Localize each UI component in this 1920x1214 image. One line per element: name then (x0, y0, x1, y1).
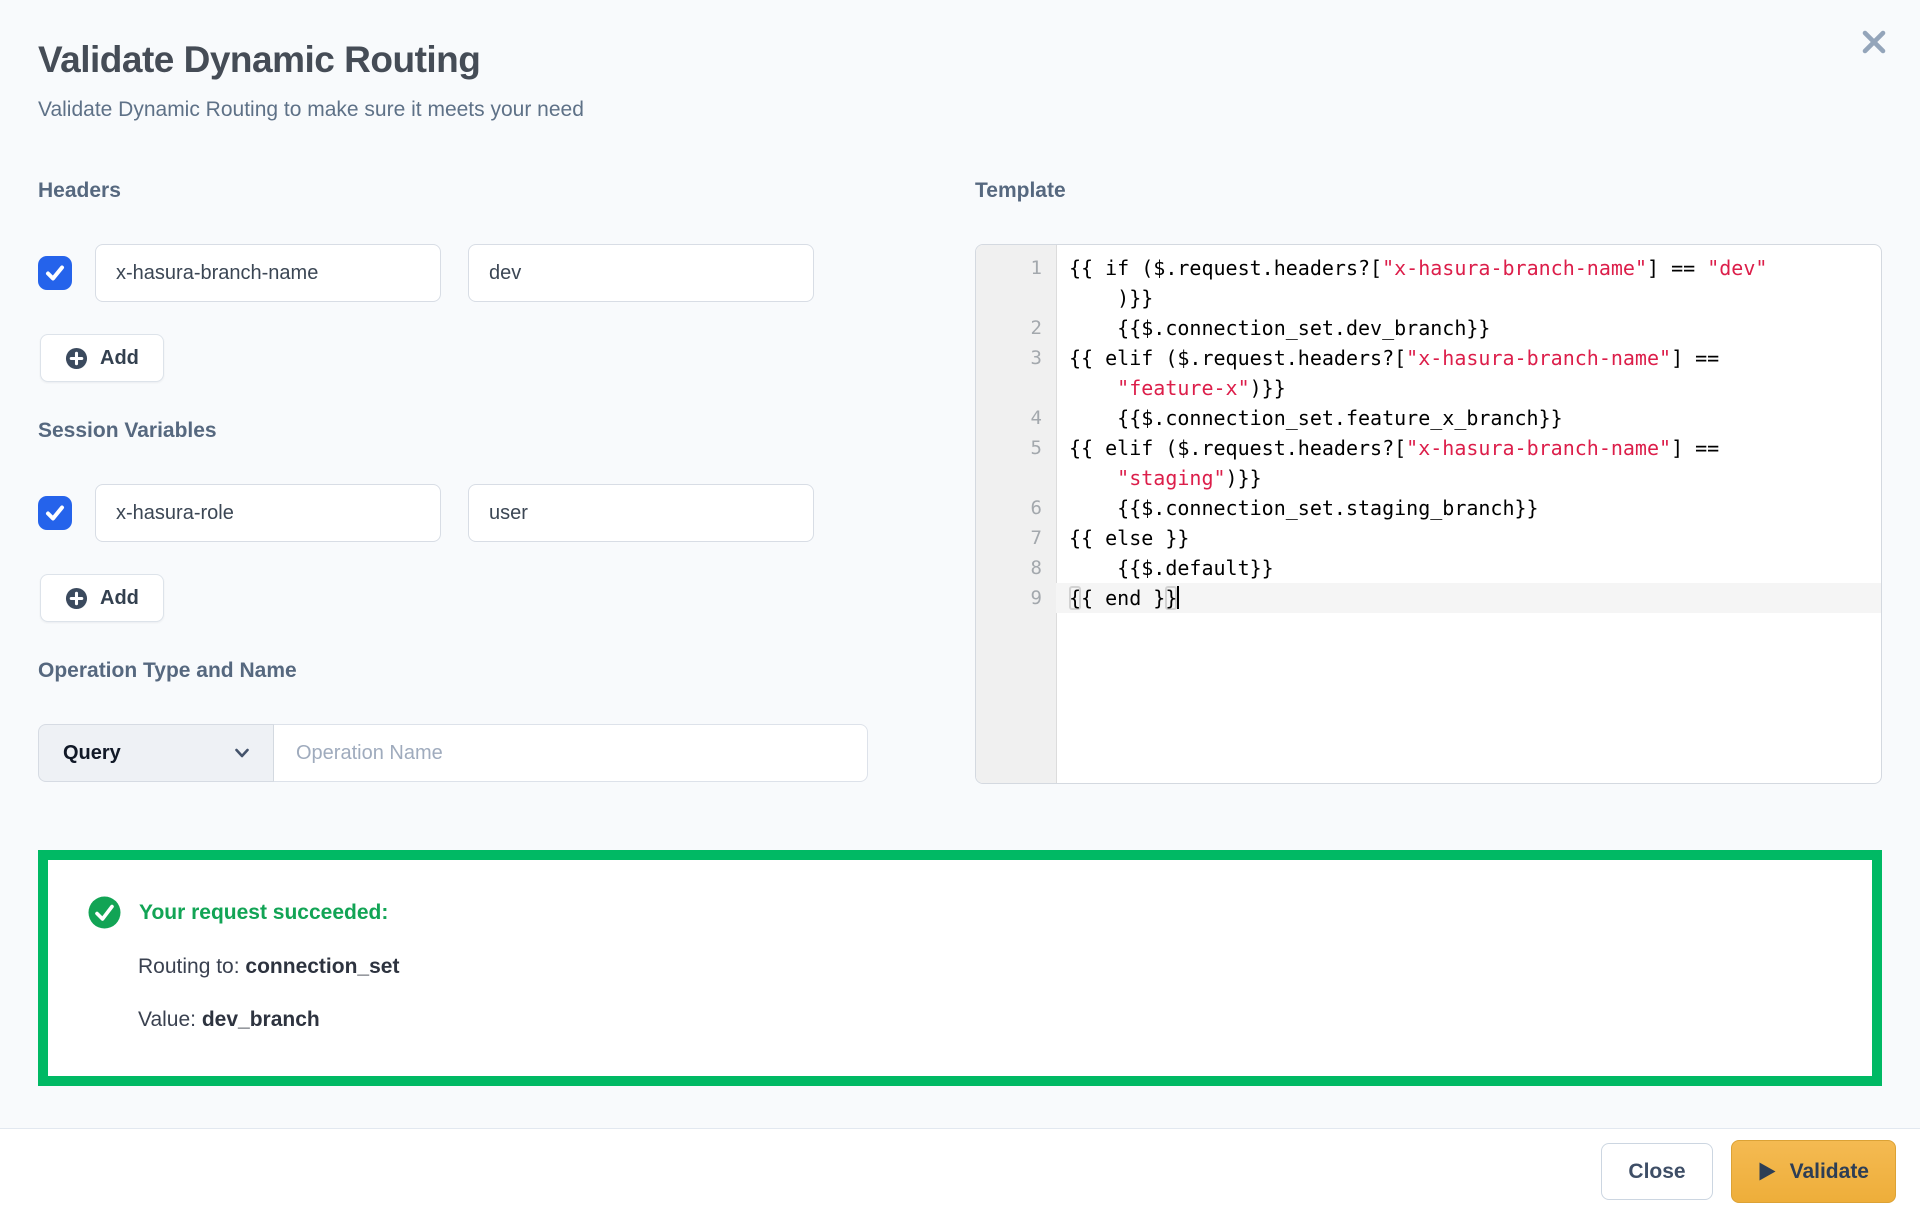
code-line: 4 {{$.connection_set.feature_x_branch}} (976, 403, 1881, 433)
plus-circle-icon (65, 587, 88, 609)
line-number (976, 463, 1056, 493)
header-enabled-checkbox[interactable] (38, 256, 72, 291)
line-number: 4 (1030, 407, 1042, 430)
session-variable-key-input[interactable] (95, 484, 441, 543)
code-text: {{ else }} (1069, 526, 1190, 551)
value-value: dev_branch (201, 1008, 320, 1032)
result-value-line: Value: dev_branch (138, 1005, 1832, 1035)
code-line: 2 {{$.connection_set.dev_branch}} (976, 313, 1881, 343)
check-icon (46, 505, 64, 521)
result-heading-row: Your request succeeded: (88, 896, 1832, 929)
add-header-label: Add (100, 346, 139, 369)
validate-button[interactable]: Validate (1730, 1140, 1896, 1203)
template-section-label: Template (975, 179, 1066, 203)
routing-value: connection_set (245, 955, 400, 979)
play-icon (1759, 1162, 1776, 1181)
check-icon (46, 265, 64, 281)
operation-type-value: Query (63, 741, 121, 764)
session-variables-section: Session Variables (38, 418, 938, 623)
operation-section: Operation Type and Name Query (38, 658, 938, 783)
code-line: 9 {{ end }} (976, 583, 1881, 614)
validation-result-box: Your request succeeded: Routing to: conn… (38, 850, 1882, 1087)
result-title: Your request succeeded: (139, 900, 389, 924)
plus-circle-icon (65, 347, 88, 369)
code-line: 8 {{$.default}} (976, 553, 1881, 583)
code-line: )}} (976, 283, 1881, 313)
header-value-input[interactable] (468, 244, 814, 303)
operation-section-label: Operation Type and Name (38, 659, 297, 683)
line-number: 3 (1030, 347, 1042, 370)
line-number: 9 (1030, 587, 1042, 610)
code-line: "staging")}} (976, 463, 1881, 493)
session-variables-label: Session Variables (38, 419, 217, 443)
result-routing-line: Routing to: connection_set (138, 952, 1832, 982)
header-key-input[interactable] (95, 244, 441, 303)
code-text: "feature-x")}} (1117, 376, 1286, 401)
headers-section-label: Headers (38, 179, 121, 203)
code-text: )}} (1069, 286, 1154, 311)
code-text: {{$.connection_set.staging_branch}} (1069, 496, 1539, 521)
line-number: 1 (1030, 257, 1042, 280)
line-number: 5 (1030, 437, 1042, 460)
session-variable-enabled-checkbox[interactable] (38, 496, 72, 531)
add-session-variable-label: Add (100, 586, 139, 609)
modal-content: Validate Dynamic Routing Validate Dynami… (38, 39, 1882, 1087)
code-line: 3 {{ elif ($.request.headers?["x-hasura-b… (976, 343, 1881, 373)
session-variable-row (38, 484, 938, 543)
code-text: {{ elif ($.request.headers?["x-hasura-br… (1069, 436, 1720, 461)
left-column: Headers (38, 178, 938, 784)
check-circle-icon (88, 896, 121, 929)
routing-label: Routing to: (138, 955, 246, 979)
operation-input-group: Query (38, 724, 868, 783)
code-text: {{ elif ($.request.headers?["x-hasura-br… (1069, 346, 1720, 371)
page-subtitle: Validate Dynamic Routing to make sure it… (38, 98, 584, 122)
code-text: "staging")}} (1117, 466, 1262, 491)
line-number: 6 (1030, 497, 1042, 520)
page-title: Validate Dynamic Routing (38, 39, 481, 80)
add-session-variable-button[interactable]: Add (40, 574, 164, 623)
code-line: 1 {{ if ($.request.headers?["x-hasura-bra… (976, 253, 1881, 283)
form-columns: Headers (38, 178, 1882, 785)
chevron-down-icon (235, 749, 249, 758)
validate-button-label: Validate (1789, 1159, 1869, 1183)
operation-name-input[interactable] (274, 724, 868, 783)
code-text: {{$.default}} (1069, 556, 1274, 581)
headers-section: Headers (38, 178, 938, 383)
code-text: {{$.connection_set.dev_branch}} (1069, 316, 1491, 341)
session-variable-value-input[interactable] (468, 484, 814, 543)
line-number (976, 373, 1056, 403)
close-icon[interactable] (1852, 20, 1896, 64)
line-number: 8 (1030, 557, 1042, 580)
code-text: {{$.connection_set.feature_x_branch}} (1069, 406, 1563, 431)
line-number (976, 283, 1056, 313)
code-line: "feature-x")}} (976, 373, 1881, 403)
code-text: {{ end }} (1056, 583, 1881, 614)
code-line: 6 {{$.connection_set.staging_branch}} (976, 493, 1881, 523)
code-line: 5 {{ elif ($.request.headers?["x-hasura-b… (976, 433, 1881, 463)
value-label: Value: (138, 1008, 202, 1032)
close-x-glyph (1862, 30, 1886, 54)
template-code-editor[interactable]: 1 {{ if ($.request.headers?["x-hasura-bra… (975, 244, 1882, 785)
line-number: 7 (1030, 527, 1042, 550)
close-button[interactable]: Close (1601, 1143, 1713, 1200)
modal-footer: Close Validate (0, 1128, 1920, 1214)
right-column: Template 1 {{ if ($.request.headers?["x-h… (938, 178, 1882, 785)
line-number: 2 (1030, 317, 1042, 340)
code-lines: 1 {{ if ($.request.headers?["x-hasura-bra… (976, 245, 1881, 614)
add-header-button[interactable]: Add (40, 334, 164, 383)
code-line: 7 {{ else }} (976, 523, 1881, 553)
header-row (38, 244, 938, 303)
code-text: {{ if ($.request.headers?["x-hasura-bran… (1069, 256, 1768, 281)
operation-type-select[interactable]: Query (38, 724, 274, 783)
text-cursor (1177, 586, 1180, 610)
